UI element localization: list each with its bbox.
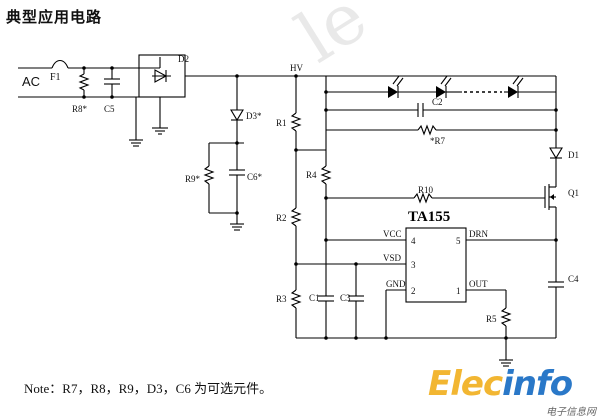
logo-part-b: info xyxy=(502,364,573,404)
label-r5: R5 xyxy=(486,314,497,324)
label-f1: F1 xyxy=(50,72,61,83)
diode-d1 xyxy=(549,147,563,183)
pin-number-3: 3 xyxy=(411,260,416,270)
resistor-r4 xyxy=(320,150,332,198)
label-r3: R3 xyxy=(276,294,287,304)
label-d2: D2 xyxy=(178,54,189,64)
note-text: Note：R7，R8，R9，D3，C6 为可选元件。 xyxy=(24,381,273,396)
label-r1: R1 xyxy=(276,118,287,128)
pin-label-vsd: VSD xyxy=(383,253,402,263)
resistor-r7 xyxy=(326,124,556,136)
fuse-f1 xyxy=(51,59,69,69)
resistor-r2 xyxy=(290,150,302,264)
label-r2: R2 xyxy=(276,213,287,223)
mosfet-q1 xyxy=(544,183,557,240)
diagram-title: 典型应用电路 xyxy=(6,8,103,26)
resistor-r10 xyxy=(326,192,545,204)
bridge-rectifier-d2 xyxy=(138,54,296,135)
pin-label-drn: DRN xyxy=(469,229,489,239)
label-c4: C4 xyxy=(568,274,579,284)
resistor-r8 xyxy=(78,68,90,97)
capacitor-c6 xyxy=(229,143,245,224)
capacitor-c3 xyxy=(348,264,364,338)
label-q1: Q1 xyxy=(568,188,579,198)
resistor-r9 xyxy=(203,143,215,213)
label-c5: C5 xyxy=(104,104,115,114)
chip-name: TA155 xyxy=(408,209,450,225)
pin-number-1: 1 xyxy=(456,286,461,296)
pin-label-vcc: VCC xyxy=(383,229,402,239)
label-r9: R9* xyxy=(185,174,201,184)
label-r4: R4 xyxy=(306,170,317,180)
label-r7: *R7 xyxy=(430,136,446,146)
resistor-r5 xyxy=(499,290,513,367)
logo-part-a: Elec xyxy=(428,364,503,404)
pin-number-2: 2 xyxy=(411,286,416,296)
pin-number-5: 5 xyxy=(456,236,461,246)
label-d1: D1 xyxy=(568,150,579,160)
label-r8: R8* xyxy=(72,104,88,114)
led-string xyxy=(324,75,556,98)
pin-number-4: 4 xyxy=(411,236,416,246)
pin-label-out: OUT xyxy=(469,279,488,289)
label-c3: C3 xyxy=(340,293,351,303)
logo-subtitle: 电子信息网 xyxy=(546,407,596,418)
ground-symbol xyxy=(129,97,143,147)
capacitor-c1 xyxy=(318,240,334,338)
brand-logo[interactable]: Elecinfo 电子信息网 xyxy=(428,366,598,418)
label-c1: C1 xyxy=(309,293,320,303)
capacitor-c5 xyxy=(104,68,120,97)
label-hv: HV xyxy=(290,63,303,73)
label-d3: D3* xyxy=(246,111,262,121)
resistor-r1 xyxy=(290,76,302,150)
ic-ta155 xyxy=(296,227,556,338)
resistor-r3 xyxy=(290,264,302,338)
capacitor-c2 xyxy=(324,103,556,117)
label-r10: R10 xyxy=(418,185,434,195)
label-ac: AC xyxy=(22,74,40,89)
capacitor-c4 xyxy=(548,238,564,338)
label-c2: C2 xyxy=(432,97,443,107)
label-c6: C6* xyxy=(247,172,263,182)
pin-label-gnd: GND xyxy=(386,279,406,289)
diode-d3 xyxy=(230,74,244,143)
